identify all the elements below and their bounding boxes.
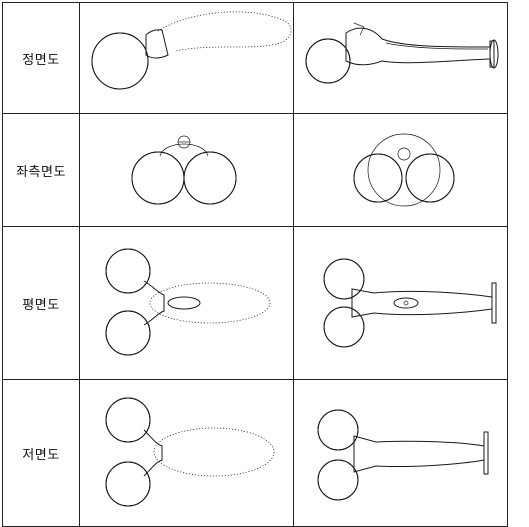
design-views-table: 정면도 좌측면도	[2, 2, 508, 527]
left-side-view-rendered-drawing	[293, 113, 508, 227]
row-label: 저면도	[2, 379, 80, 527]
row-label: 평면도	[2, 226, 80, 380]
front-view-rendered-drawing	[293, 2, 508, 114]
row-top-view: 평면도	[2, 226, 508, 380]
left-side-view-line-drawing	[79, 113, 294, 227]
bottom-view-line-drawing	[79, 379, 294, 527]
bottom-view-rendered-drawing	[293, 379, 508, 527]
top-view-line-drawing	[79, 226, 294, 380]
row-label: 좌측면도	[2, 113, 80, 227]
top-view-rendered-drawing	[293, 226, 508, 380]
row-left-side-view: 좌측면도	[2, 113, 508, 227]
row-front-view: 정면도	[2, 2, 508, 114]
row-label: 정면도	[2, 2, 80, 114]
front-view-line-drawing	[79, 2, 294, 114]
row-bottom-view: 저면도	[2, 379, 508, 527]
